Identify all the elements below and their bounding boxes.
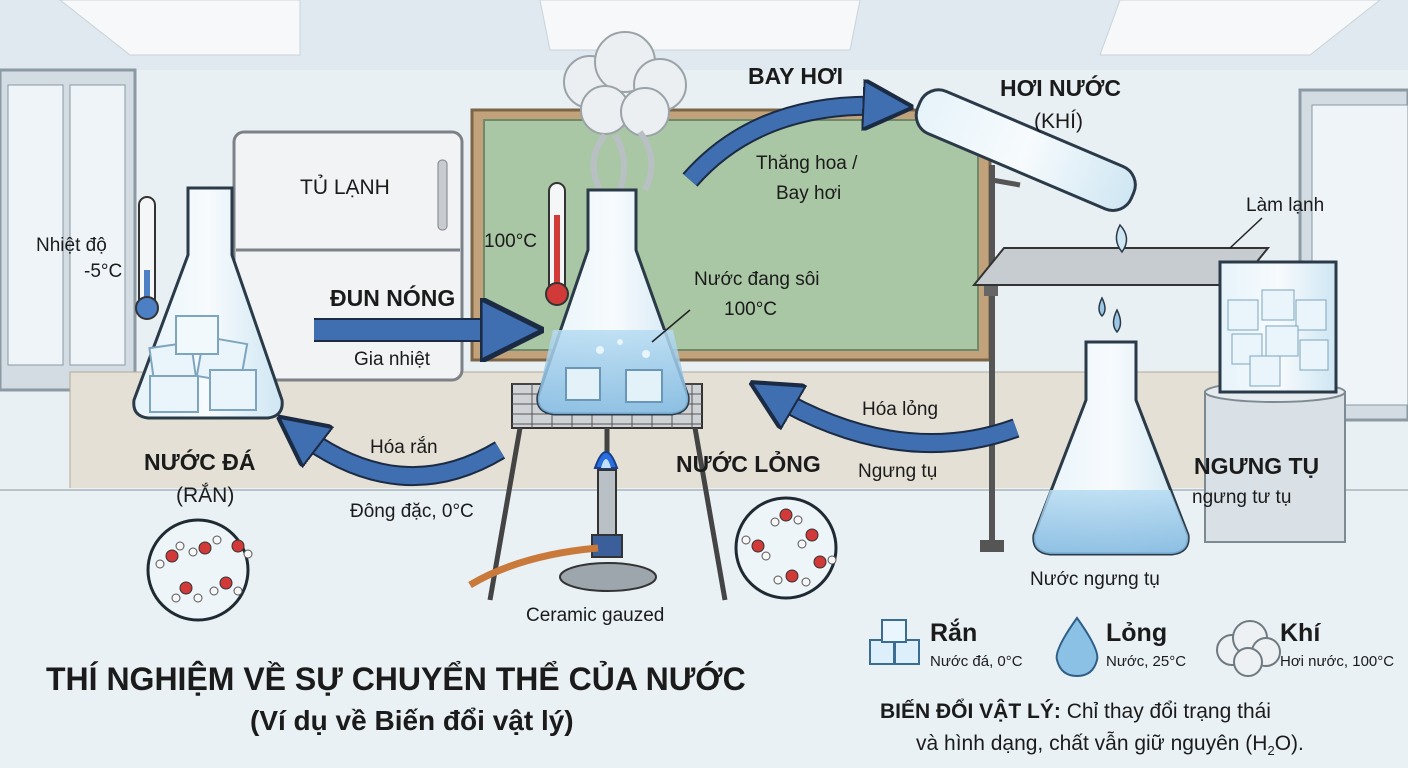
liquid-molecule-circle: [734, 496, 838, 600]
ice-flask: [132, 186, 284, 420]
legend-gas-name: Khí: [1280, 619, 1321, 647]
gas-state-name: HƠI NƯỚC: [1000, 75, 1121, 101]
freezing-line2: Đông đặc, 0°C: [350, 501, 474, 522]
legend-solid-name: Rắn: [930, 619, 978, 647]
legend-gas-desc: Hơi nước, 100°C: [1280, 653, 1395, 670]
page-subtitle: (Ví dụ về Biến đổi vật lý): [250, 705, 574, 736]
liquid-state-name: NƯỚC LỎNG: [676, 451, 821, 477]
process-arrows: [298, 106, 1020, 487]
heating-title: ĐUN NÓNG: [330, 285, 456, 311]
freezing-line1: Hóa rắn: [370, 437, 438, 458]
legend-liquid-name: Lỏng: [1106, 619, 1168, 647]
left-thermometer-label: Nhiệt độ: [36, 235, 107, 256]
gas-state-sub: (KHÍ): [1034, 110, 1083, 133]
ice-cube-icon: [869, 619, 920, 665]
liquefaction-line1: Hóa lỏng: [862, 399, 939, 420]
boiling-flask: [536, 188, 691, 416]
note-text: Chỉ thay đổi trạng thái: [1066, 700, 1271, 723]
left-thermometer-value: -5°C: [84, 261, 123, 282]
center-thermometer-value: 100°C: [484, 231, 538, 252]
note-line2-post: O).: [1274, 732, 1304, 755]
boiling-line2: 100°C: [724, 299, 778, 320]
heating-sub: Gia nhiệt: [354, 349, 431, 370]
condenser-setup: [914, 88, 1271, 552]
note-label: BIẾN ĐỔI VẬT LÝ:: [880, 700, 1061, 723]
left-thermometer: [135, 196, 159, 320]
boiling-line1: Nước đang sôi: [694, 269, 820, 290]
cloud-icon: [1216, 620, 1281, 677]
note-line2-sub: 2: [1267, 743, 1275, 759]
water-drop-icon: [1055, 616, 1099, 678]
evaporation-title: BAY HƠI: [748, 63, 844, 89]
page-title: THÍ NGHIỆM VỀ SỰ CHUYỂN THỂ CỦA NƯỚC: [46, 661, 746, 697]
solid-state-sub: (RẮN): [176, 484, 235, 507]
condensed-flask: [1032, 340, 1190, 556]
solid-state-name: NƯỚC ĐÁ: [144, 449, 256, 475]
legend-liquid-desc: Nước, 25°C: [1106, 653, 1187, 670]
evaporation-line2: Bay hơi: [776, 183, 842, 204]
liquefaction-line2: Ngưng tụ: [858, 461, 938, 482]
note-line2: và hình dạng, chất vẫn giữ nguyên (H2O).: [916, 732, 1304, 758]
condensation-sub: ngưng tư tụ: [1192, 487, 1292, 508]
condensation-title: NGƯNG TỤ: [1194, 453, 1320, 479]
note-line1: BIẾN ĐỔI VẬT LÝ: Chỉ thay đổi trạng thái: [880, 700, 1271, 723]
note-line2-pre: và hình dạng, chất vẫn giữ nguyên (H: [916, 732, 1268, 755]
condensed-water-label: Nước ngưng tụ: [1030, 569, 1160, 590]
fridge-label: TỦ LẠNH: [300, 176, 390, 199]
gauze-label: Ceramic gauzed: [526, 605, 665, 626]
legend-solid-desc: Nước đá, 0°C: [930, 653, 1023, 670]
steam-cloud: [563, 31, 687, 192]
ice-molecule-circle: [146, 518, 253, 622]
evaporation-line1: Thăng hoa /: [756, 153, 858, 174]
ice-beaker: [1204, 260, 1346, 543]
cooling-label: Làm lạnh: [1246, 195, 1325, 216]
center-thermometer: [545, 182, 569, 306]
